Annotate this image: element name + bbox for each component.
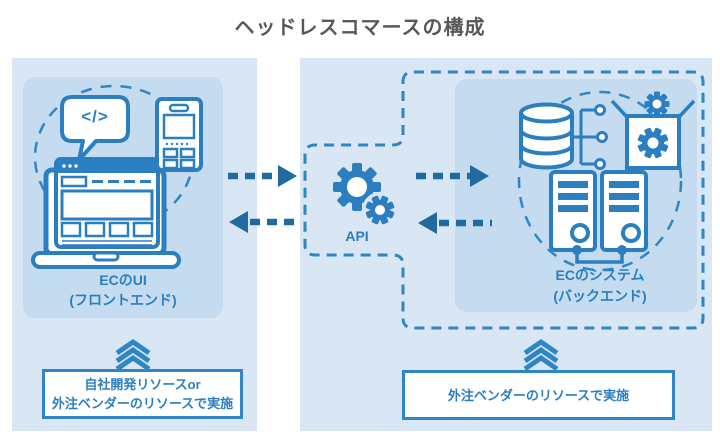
frontend-resource-note-line1: 自社開発リソースor — [84, 377, 201, 392]
frontend-resource-note-line2: 外注ベンダーのリソースで実施 — [51, 396, 234, 411]
backend-resource-note-box: 外注ベンダーのリソースで実施 — [402, 370, 675, 420]
frontend-resource-note-box: 自社開発リソースor 外注ベンダーのリソースで実施 — [42, 369, 243, 419]
page-title: ヘッドレスコマースの構成 — [234, 17, 486, 39]
backend-resource-note: 外注ベンダーのリソースで実施 — [447, 387, 630, 403]
backend-label-line1: ECのシステム — [555, 267, 645, 283]
frontend-label-line2: (フロントエンド) — [69, 292, 177, 308]
api-label: API — [345, 228, 369, 244]
frontend-label-line1: ECのUI — [99, 272, 147, 288]
backend-label-line2: (バックエンド) — [553, 288, 647, 304]
code-bubble-text: </> — [81, 107, 109, 126]
